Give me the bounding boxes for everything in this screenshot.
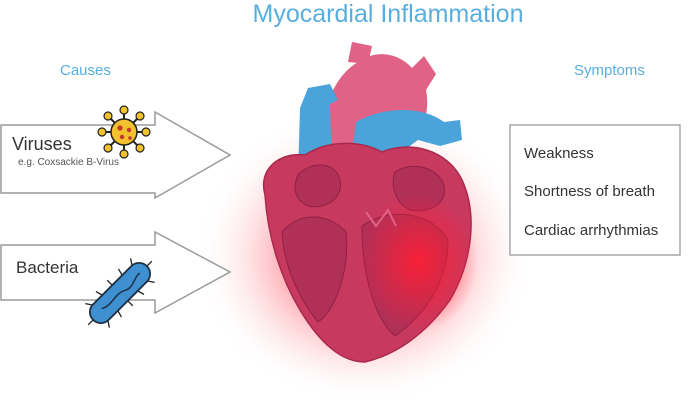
viruses-example: e.g. Coxsackie B-Virus	[18, 157, 119, 168]
bacteria-label: Bacteria	[16, 258, 79, 277]
aorta-branch	[348, 42, 372, 64]
bacteria-arrow	[0, 230, 232, 315]
viruses-arrow	[0, 110, 232, 200]
viruses-label: Viruses	[12, 134, 72, 154]
symptom-item: Shortness of breath	[524, 183, 655, 200]
heart-illustration	[262, 42, 478, 363]
heart-valve	[365, 208, 397, 228]
left-ventricle	[281, 216, 348, 323]
symptoms-heading: Symptoms	[574, 62, 645, 79]
symptom-item: Weakness	[524, 145, 594, 162]
symptoms-box	[509, 124, 681, 256]
symptom-item: Cardiac arrhythmias	[524, 222, 659, 239]
bacteria-icon	[85, 258, 155, 328]
causes-heading: Causes	[60, 62, 111, 79]
inflammation-hotspot	[358, 192, 478, 332]
page-title: Myocardial Inflammation	[252, 0, 524, 28]
virus-icon	[97, 105, 151, 159]
left-atrium	[294, 164, 342, 208]
